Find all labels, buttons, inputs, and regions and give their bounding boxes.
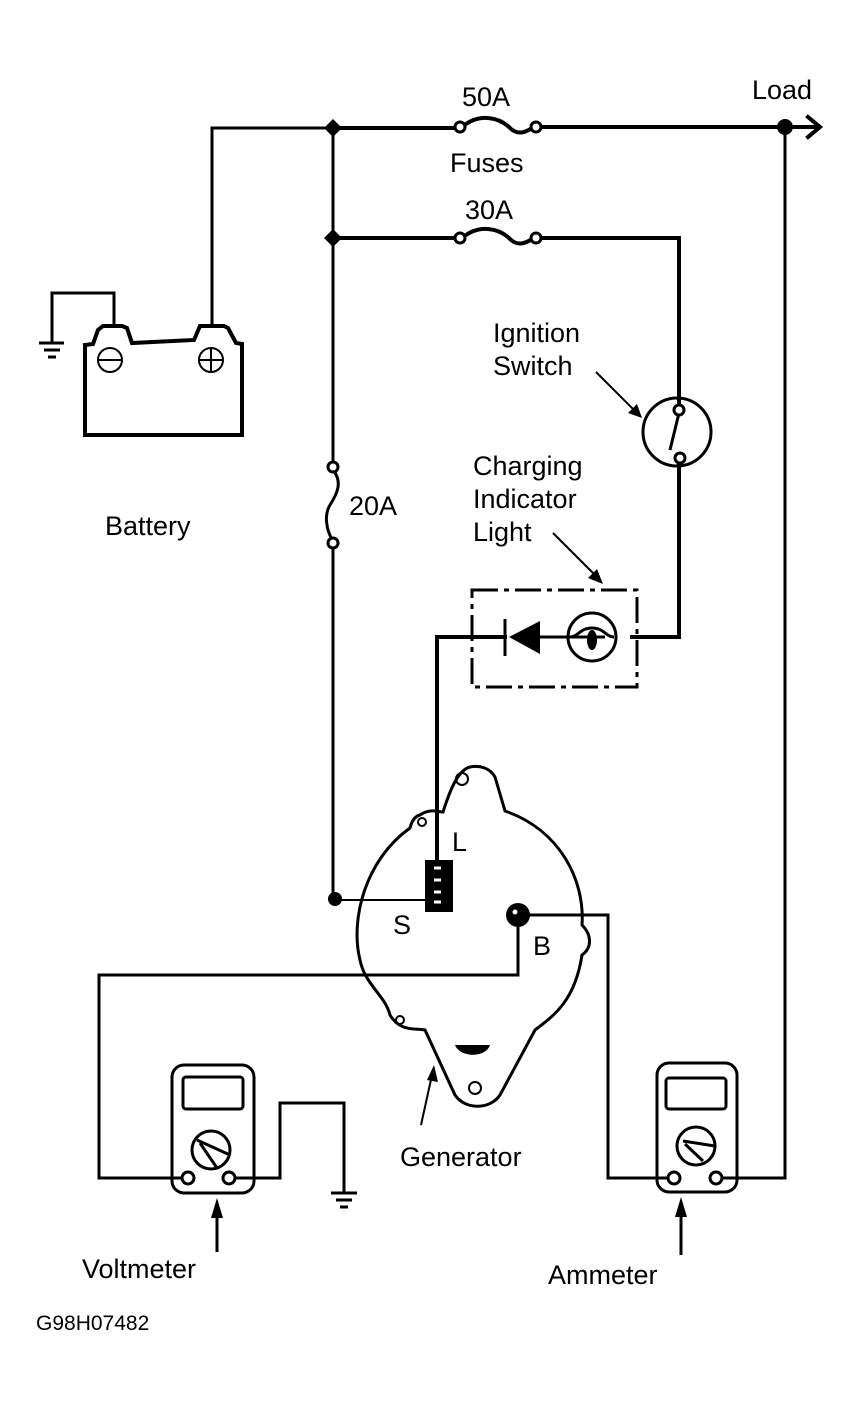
label-fuses: Fuses xyxy=(450,148,524,178)
meter-display xyxy=(664,1076,728,1111)
generator-pointer-arrow xyxy=(420,1074,433,1126)
arrowhead-icon xyxy=(211,1198,223,1218)
ground-icon xyxy=(331,1191,357,1209)
voltmeter xyxy=(170,1063,256,1195)
junction-dot xyxy=(324,229,342,247)
load-arrow-icon xyxy=(805,114,824,140)
meter-display xyxy=(181,1075,245,1111)
label-generator: Generator xyxy=(400,1142,522,1172)
ignition-pointer-arrow xyxy=(595,371,639,415)
battery xyxy=(82,324,244,437)
label-switch: Switch xyxy=(493,351,573,381)
wire-ignition-lamp xyxy=(630,458,681,639)
label-terminal-b: B xyxy=(533,931,551,961)
label-charging: Charging xyxy=(473,451,583,481)
junctions xyxy=(324,119,793,906)
fuse-30a xyxy=(453,227,543,246)
label-light: Light xyxy=(473,517,532,547)
diode-icon xyxy=(509,621,540,654)
ground-icon xyxy=(39,341,64,359)
label-terminal-s: S xyxy=(393,910,411,940)
wire-b-ammeter xyxy=(520,913,675,1180)
b-terminal xyxy=(506,903,530,927)
junction-dot xyxy=(328,892,342,906)
wire-diode-generator-l xyxy=(435,635,507,862)
label-ignition: Ignition xyxy=(493,318,580,348)
wire-30a-ignition xyxy=(536,236,681,407)
wiring xyxy=(50,114,824,1192)
arrowhead-icon xyxy=(628,404,642,418)
generator-vent-icon xyxy=(455,1045,490,1055)
arrowhead-icon xyxy=(675,1197,687,1217)
label-indicator: Indicator xyxy=(473,484,577,514)
negative-terminal-icon xyxy=(97,347,123,373)
label-ammeter: Ammeter xyxy=(548,1260,658,1290)
wire-ammeter-load xyxy=(717,127,787,1180)
label-30a: 30A xyxy=(465,195,513,225)
arrowhead-icon xyxy=(588,569,603,584)
wire-battery-ground xyxy=(50,291,116,343)
positive-terminal-icon xyxy=(198,347,224,373)
label-terminal-l: L xyxy=(452,827,467,857)
charging-indicator-light xyxy=(470,588,639,689)
generator xyxy=(355,764,591,1108)
fuse-20a xyxy=(324,460,340,550)
lamp-icon xyxy=(566,611,618,663)
wire-b-voltmeter xyxy=(97,915,520,1180)
junction-dot xyxy=(777,119,793,135)
label-20a: 20A xyxy=(349,491,397,521)
arrowhead-icon xyxy=(427,1065,438,1082)
charging-pointer-arrow xyxy=(552,532,599,579)
wire-battery-positive xyxy=(210,126,333,328)
label-voltmeter: Voltmeter xyxy=(82,1254,196,1284)
ignition-switch xyxy=(641,396,713,468)
junction-dot xyxy=(324,119,342,137)
label-load: Load xyxy=(752,75,812,105)
label-50a: 50A xyxy=(462,82,510,112)
fuse-50a xyxy=(453,116,543,135)
label-battery: Battery xyxy=(105,511,191,541)
wire-voltmeter-ground xyxy=(232,1101,346,1192)
meter-dial-icon xyxy=(190,1129,232,1171)
ammeter xyxy=(655,1061,739,1194)
figure-id: G98H07482 xyxy=(36,1312,149,1335)
